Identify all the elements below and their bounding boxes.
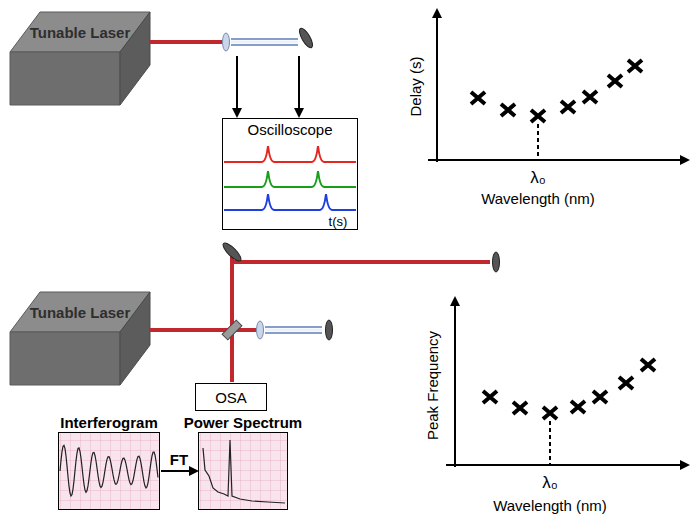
signal-arrow xyxy=(298,56,300,116)
laser-beam xyxy=(150,40,222,44)
fiber-core xyxy=(231,41,298,44)
plot-ground xyxy=(198,432,288,510)
laser-label-box: Tunable Laser xyxy=(30,304,131,321)
frequency-chart xyxy=(446,298,688,467)
laser-box xyxy=(10,12,150,105)
node-text: Interferogram xyxy=(60,414,158,431)
fiber xyxy=(265,332,322,334)
scope-traces xyxy=(224,146,356,210)
plot-grid xyxy=(198,432,288,510)
plot-panel: Power Spectrum xyxy=(198,432,288,510)
axis-label: t(s) xyxy=(329,214,348,229)
fiber xyxy=(231,38,298,40)
node-text: Tunable Laser xyxy=(30,24,131,41)
osa-box: OSA xyxy=(195,383,267,411)
plot-ground xyxy=(58,432,160,510)
fiber-core xyxy=(265,329,322,332)
fiber xyxy=(231,44,298,46)
edge-label: FT xyxy=(169,451,189,468)
axis-title: Peak Frequency xyxy=(424,330,441,439)
oscilloscope-box: Oscilloscope xyxy=(222,118,358,230)
laser-box xyxy=(10,292,150,385)
transform-arrow xyxy=(161,470,197,472)
interferogram-trace xyxy=(60,445,158,496)
delay-chart xyxy=(428,10,688,162)
axis-title: Wavelength (nm) xyxy=(493,497,607,514)
node-text: Oscilloscope xyxy=(223,121,357,138)
beam-splitter xyxy=(222,320,242,340)
mirror xyxy=(221,241,244,264)
lens xyxy=(223,33,230,51)
spectrum-trace xyxy=(203,440,285,503)
axis-title: Delay (s) xyxy=(406,56,423,116)
plot-grid xyxy=(58,432,160,510)
wavelength-marker: λ₀ xyxy=(530,168,546,188)
fiber xyxy=(265,326,322,328)
mirror xyxy=(326,320,333,340)
laser-label-box: Tunable Laser xyxy=(30,24,131,41)
node-text: Power Spectrum xyxy=(184,414,302,431)
axis-title: Wavelength (nm) xyxy=(481,190,595,207)
data-crosses xyxy=(471,60,642,122)
lens xyxy=(257,321,264,339)
wavelength-marker: λ₀ xyxy=(542,473,558,493)
signal-arrow xyxy=(236,56,238,116)
plot-panel: Interferogram xyxy=(58,432,160,510)
node-text: Tunable Laser xyxy=(30,304,131,321)
node-text: OSA xyxy=(215,389,247,406)
data-crosses xyxy=(483,359,655,419)
reference-mirror xyxy=(493,252,500,272)
mirror xyxy=(297,26,315,49)
